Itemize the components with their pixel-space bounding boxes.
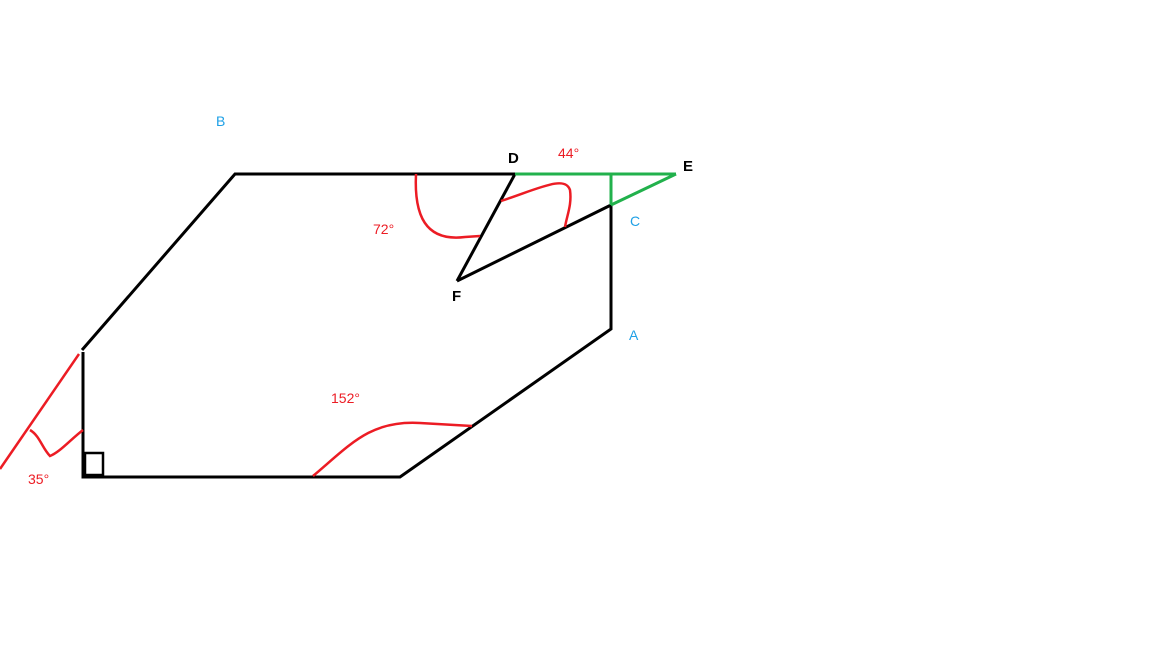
point-label-e: E bbox=[683, 158, 694, 175]
extension-line bbox=[0, 353, 81, 470]
angle-arc-44 bbox=[500, 182, 572, 228]
angle-label-152: 152° bbox=[331, 390, 360, 406]
point-label-a: A bbox=[629, 327, 639, 343]
point-label-c: C bbox=[630, 213, 641, 229]
line-df bbox=[455, 173, 517, 282]
angle-arc-72 bbox=[414, 173, 481, 239]
right-angle-marker bbox=[83, 451, 105, 477]
point-label-d: D bbox=[508, 150, 519, 167]
shape-outline bbox=[80, 172, 515, 351]
point-label-b: B bbox=[216, 113, 226, 129]
angle-arc-152 bbox=[312, 421, 473, 477]
shape-bottom bbox=[81, 205, 613, 479]
line-fc bbox=[456, 203, 612, 283]
angle-label-72: 72° bbox=[373, 221, 395, 237]
angle-label-44: 44° bbox=[558, 145, 580, 161]
line-ce bbox=[610, 172, 677, 207]
angle-arc-35 bbox=[29, 428, 84, 458]
angle-label-35: 35° bbox=[28, 471, 50, 487]
point-label-f: F bbox=[452, 288, 462, 305]
